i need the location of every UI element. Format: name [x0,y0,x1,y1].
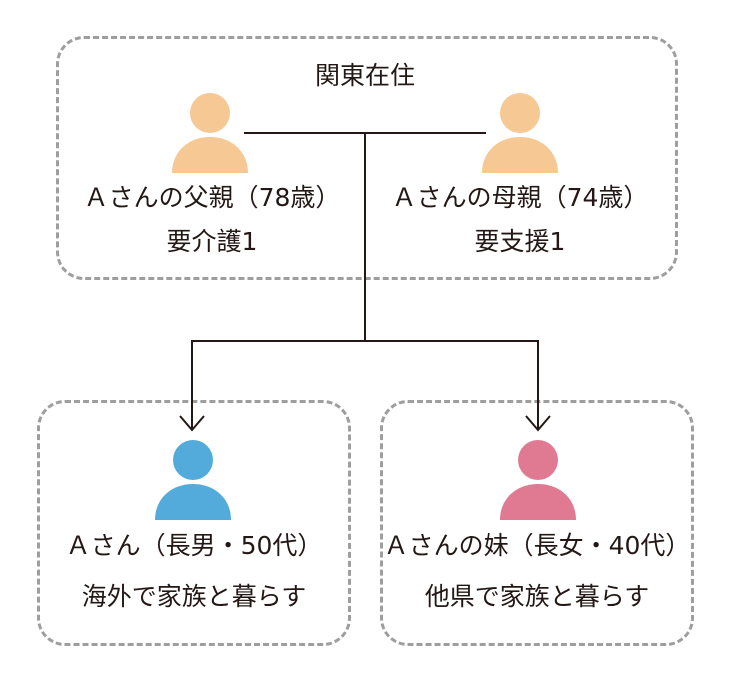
mother-care-status: 要支援1 [474,227,566,256]
daughter-name: Ａさんの妹（長女・40代） [383,531,691,560]
son-living-status: 海外で家族と暮らす [81,582,307,611]
arrow-to-daughter [525,415,551,432]
son-person-icon [155,440,231,520]
daughter-person-icon [500,440,576,520]
arrow-to-son [179,415,205,432]
children-branch-line [191,340,539,430]
mother-person-icon [482,93,558,173]
daughter-living-status: 他県で家族と暮らす [424,582,650,611]
group-title: 関東在住 [314,61,416,90]
father-care-status: 要介護1 [166,227,258,256]
kanto-residence-group-box [56,36,678,280]
father-name: Ａさんの父親（78歳） [83,183,341,212]
son-name: Ａさん（長男・50代） [65,531,323,560]
son-group-box [37,400,351,646]
father-person-icon [172,93,248,173]
mother-name: Ａさんの母親（74歳） [391,183,649,212]
